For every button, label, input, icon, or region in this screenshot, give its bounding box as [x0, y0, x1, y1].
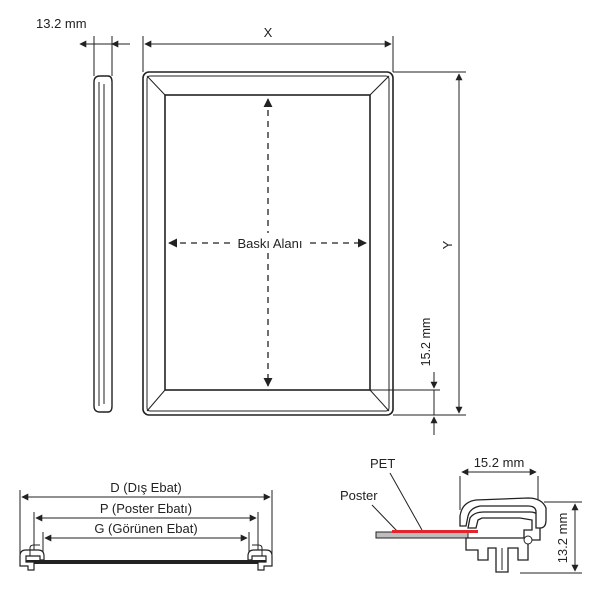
poster-size-label: P (Poster Ebatı) [100, 501, 192, 516]
right-frame-profile-lip [252, 544, 263, 556]
miter-top-left [146, 75, 166, 96]
print-area-label-bg [230, 233, 310, 251]
border-label: 15.2 mm [419, 318, 433, 367]
y-label: Y [440, 240, 455, 249]
pet-leader-line [389, 472, 423, 531]
frame-outer-inner-edge [146, 75, 390, 412]
side-frame-outline [93, 75, 113, 413]
side-view: 13.2 mm [36, 16, 130, 413]
left-frame-profile-lip [29, 544, 40, 556]
side-depth-label: 13.2 mm [36, 16, 87, 31]
print-area-label: Baskı Alanı [237, 236, 302, 251]
frame-inner-opening [164, 94, 371, 391]
left-frame-profile [19, 549, 45, 571]
bottom-section-view: D (Dış Ebat) P (Poster Ebatı) G (Görünen… [19, 480, 273, 571]
profile-channel-hole [523, 535, 533, 545]
backboard [24, 560, 268, 564]
x-label: X [264, 25, 273, 40]
aluminium-profile-body [465, 511, 541, 573]
miter-top-right [369, 75, 390, 96]
poster-leader-line [371, 504, 399, 533]
poster-label: Poster [340, 488, 378, 503]
snap-lid [459, 497, 547, 529]
miter-bottom-left [146, 389, 166, 412]
outer-size-label: D (Dış Ebat) [110, 480, 182, 495]
front-view: X Baskı Alanı Y 15.2 mm [142, 25, 466, 435]
poster-layer [392, 530, 478, 533]
profile-detail-view: PET Poster 15.2 mm 13.2 mm [340, 455, 582, 574]
miter-bottom-right [369, 389, 390, 412]
pet-label: PET [370, 456, 395, 471]
profile-height-label: 13.2 mm [555, 513, 570, 564]
visible-size-label: G (Görünen Ebat) [94, 521, 197, 536]
profile-width-label: 15.2 mm [474, 455, 525, 470]
frame-outer [142, 71, 394, 416]
right-frame-profile [247, 549, 273, 571]
